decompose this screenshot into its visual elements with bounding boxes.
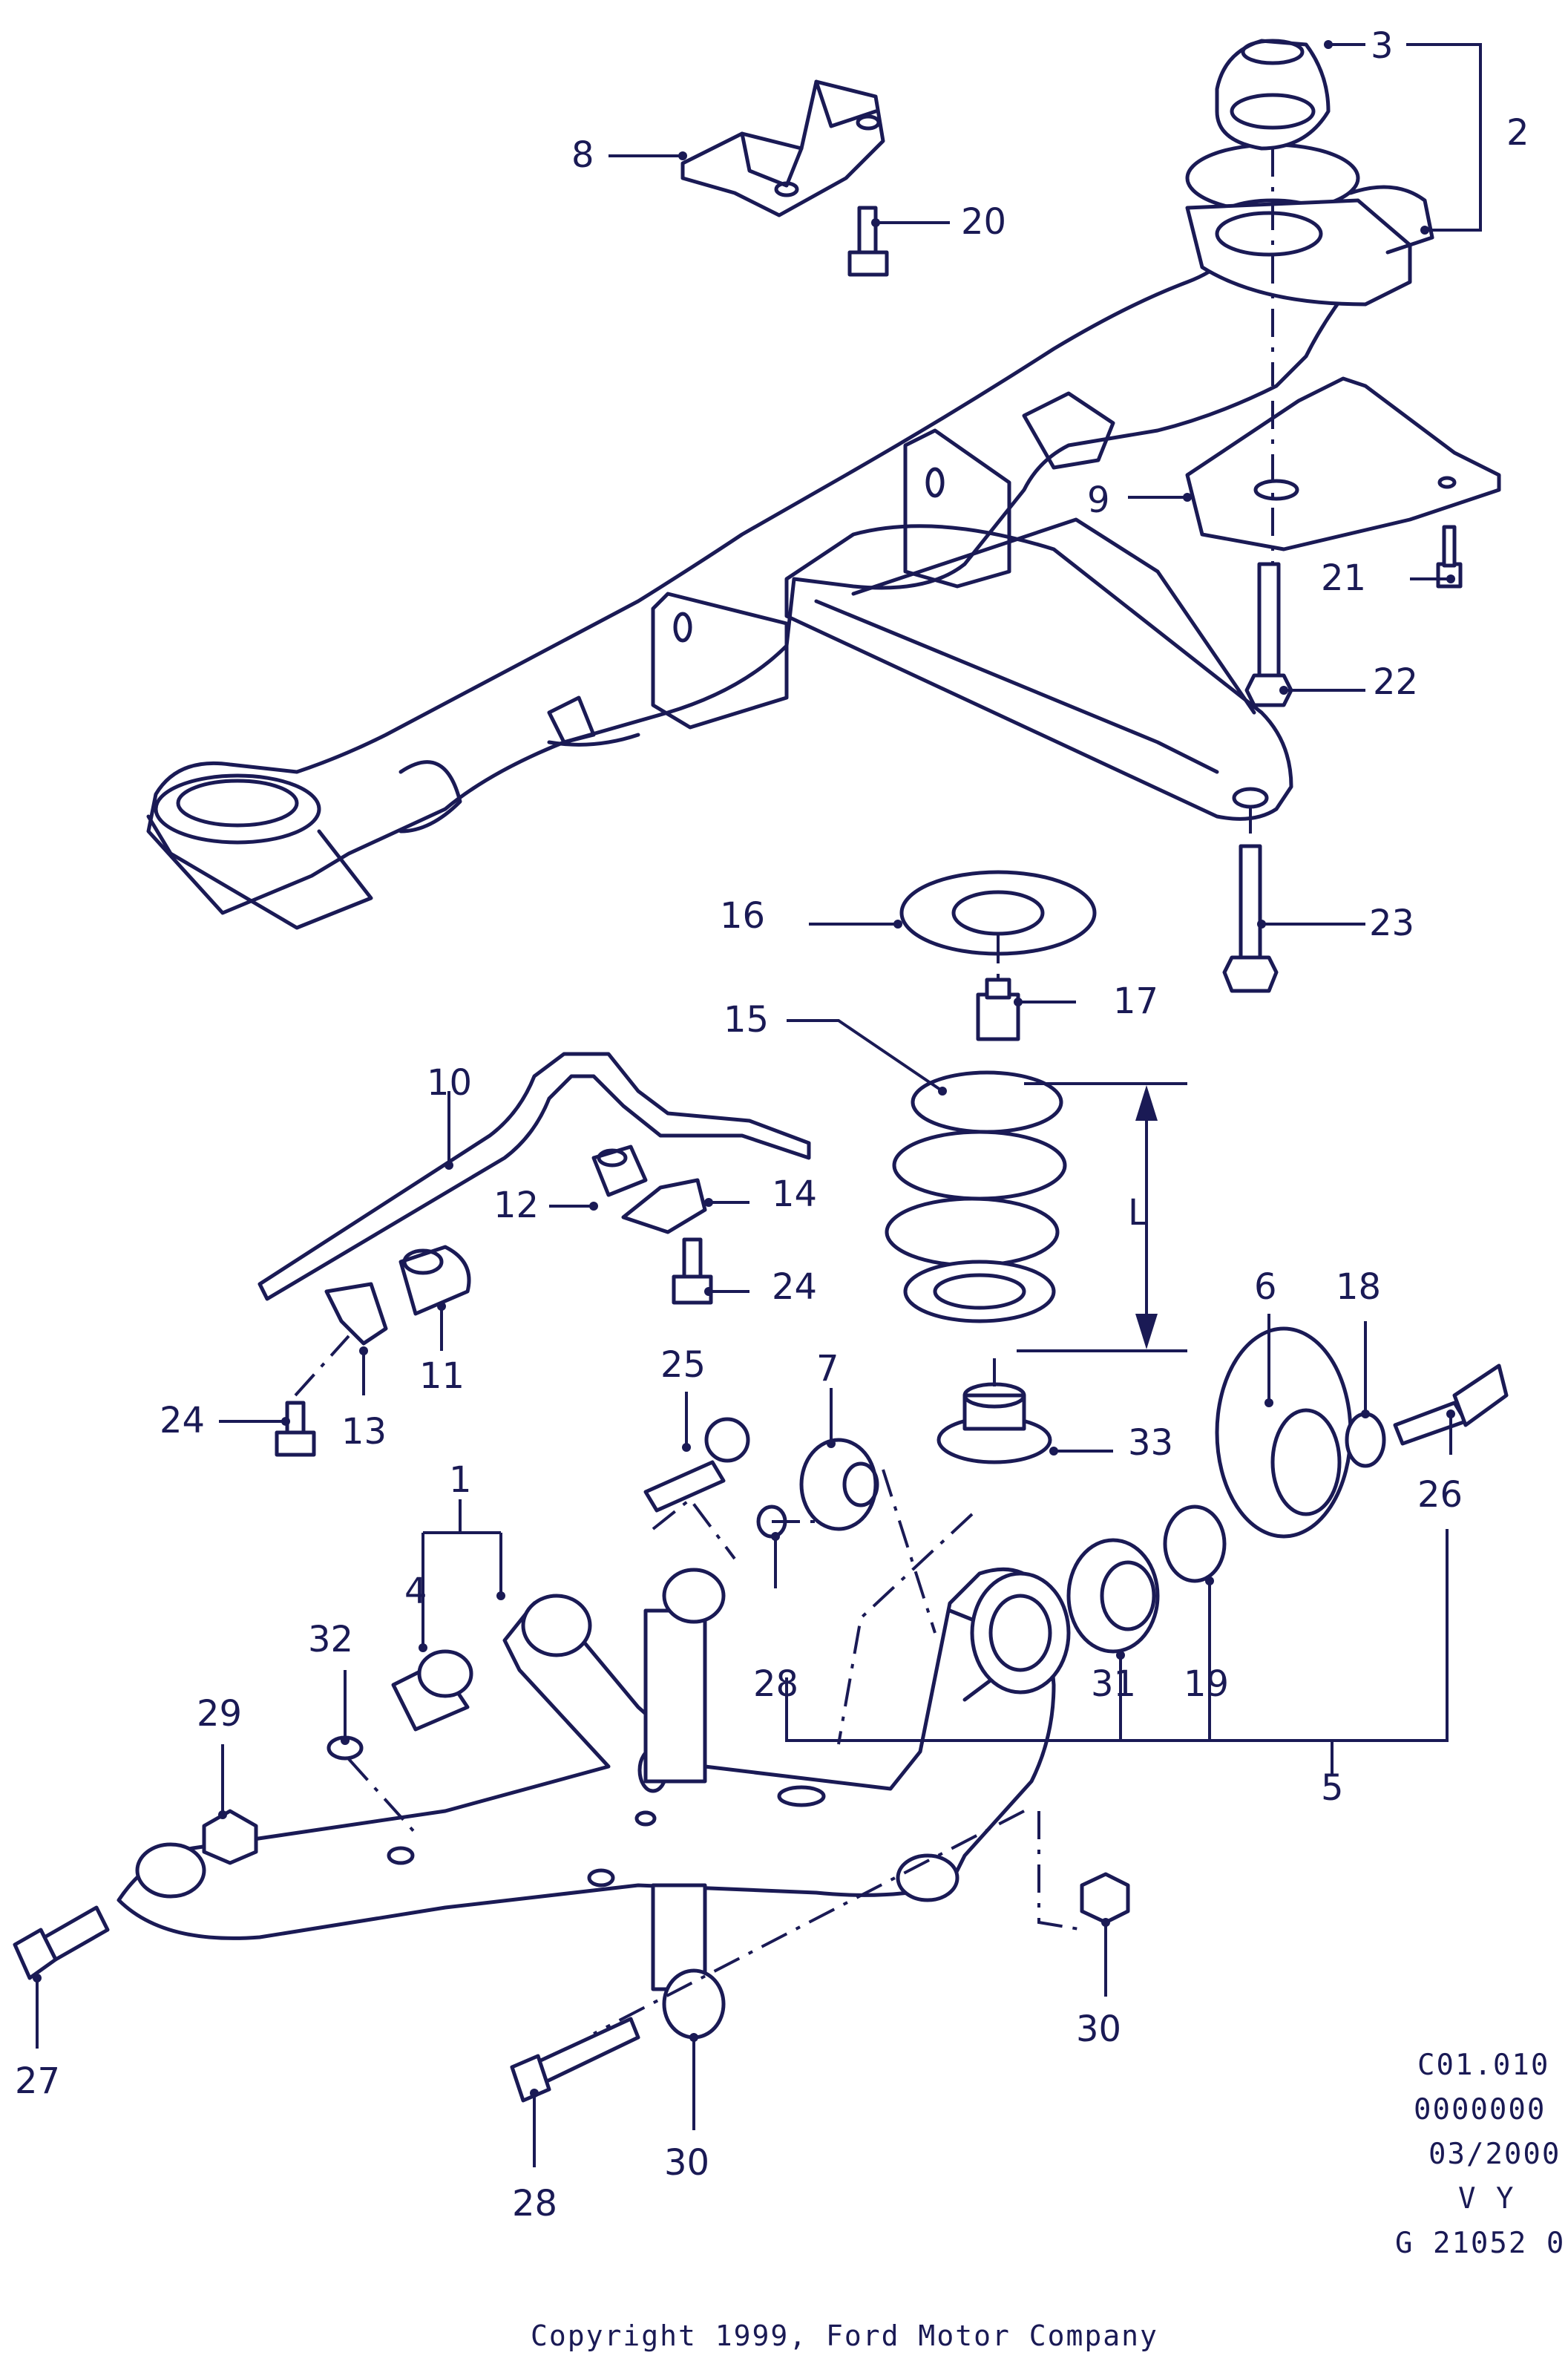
nut-30b [1037,1811,1130,1931]
callout-3: 3 [1371,25,1394,67]
callout-32: 31 [1091,1663,1136,1705]
callout-4: 4 [404,1571,427,1612]
bolt-24a [672,1237,713,1305]
reference-block: C01.010 0000000 03/2000 V Y G 21052 0 [1395,2049,1565,2260]
lower-spring-insulator [936,1358,1052,1464]
callout-15: 15 [724,999,769,1041]
callout-34: 33 [1128,1422,1173,1464]
callout-labels: 3 2 8 20 9 21 22 23 16 17 15 10 12 14 24… [15,25,1529,2224]
stabilizer-clamp-13 [324,1282,388,1346]
bearing-32 [1066,1538,1160,1654]
callout-12: 12 [493,1185,539,1226]
bolt-28 [510,2017,640,2103]
callout-20: 20 [961,201,1006,243]
bolt-24b [275,1335,350,1457]
ref-initials: V Y [1458,2182,1515,2216]
cross-bracket [1185,376,1501,564]
wheel-hub [1215,1326,1353,1539]
bushing-7 [799,1438,879,1531]
bolt-25 [643,1417,750,1513]
callout-26: 27 [15,2060,60,2102]
snap-ring-19 [1163,1504,1227,1583]
bolt-20 [847,206,889,277]
bushing-4 [391,1649,473,1732]
leader-lines [33,40,1482,2167]
ref-group: G 21052 0 [1395,2227,1565,2260]
callout-25: 25 [660,1344,706,1386]
bolt-23 [1222,787,1279,993]
stabilizer-bushing-11 [398,1245,471,1316]
bolt-26 [13,1905,110,1980]
callout-17: 17 [1113,980,1158,1022]
callout-31: 30 [664,2142,709,2184]
callout-1: 1 [449,1459,472,1501]
callout-30b: 30 [1076,2008,1121,2050]
callout-11: 11 [419,1355,465,1397]
callout-8: 8 [571,134,594,176]
shock-absorber [643,1568,726,2040]
callout-16: 16 [720,895,765,937]
callout-28: 28 [512,2183,557,2224]
coil-spring [885,1070,1067,1323]
bump-stop [976,935,1020,1041]
callout-7: 7 [816,1348,839,1389]
callout-22: 22 [1373,661,1418,703]
lower-control-arm [117,1567,1071,1940]
washer-18 [1345,1412,1386,1468]
callout-30a: 29 [197,1693,242,1735]
callout-13: 13 [341,1411,387,1453]
callout-27: 26 [1417,1474,1463,1516]
ref-code: C01.010 [1417,2049,1549,2082]
dimension-l: L [1017,1082,1187,1352]
callout-33: 32 [308,1619,353,1660]
callout-6: 6 [1254,1266,1277,1308]
stabilizer-bar [257,1052,811,1301]
callout-14: 14 [772,1173,817,1215]
callout-24a: 24 [772,1266,817,1308]
callout-2: 2 [1506,112,1529,154]
rear-subframe [146,213,1390,930]
callout-9: 9 [1087,479,1110,521]
callout-19: 19 [1184,1663,1229,1705]
upper-spring-seat [1185,39,1434,386]
dimension-label: L [1128,1192,1148,1234]
bushing-12 [591,1145,648,1197]
callout-10: 10 [427,1062,472,1104]
bolt-22 [1244,562,1293,707]
callout-24b: 24 [160,1400,205,1441]
callout-29: 28 [753,1663,798,1705]
copyright: Copyright 1999, Ford Motor Company [531,2319,1158,2352]
nut-30a [202,1809,258,1865]
callout-23: 23 [1369,903,1414,944]
callout-5: 5 [1321,1767,1344,1809]
callout-18: 18 [1336,1266,1381,1308]
engine-mount-bracket [680,79,885,217]
ref-number: 0000000 [1414,2093,1546,2126]
ref-date: 03/2000 [1428,2138,1561,2171]
clamp-14 [621,1178,707,1234]
callout-21: 21 [1321,557,1366,599]
